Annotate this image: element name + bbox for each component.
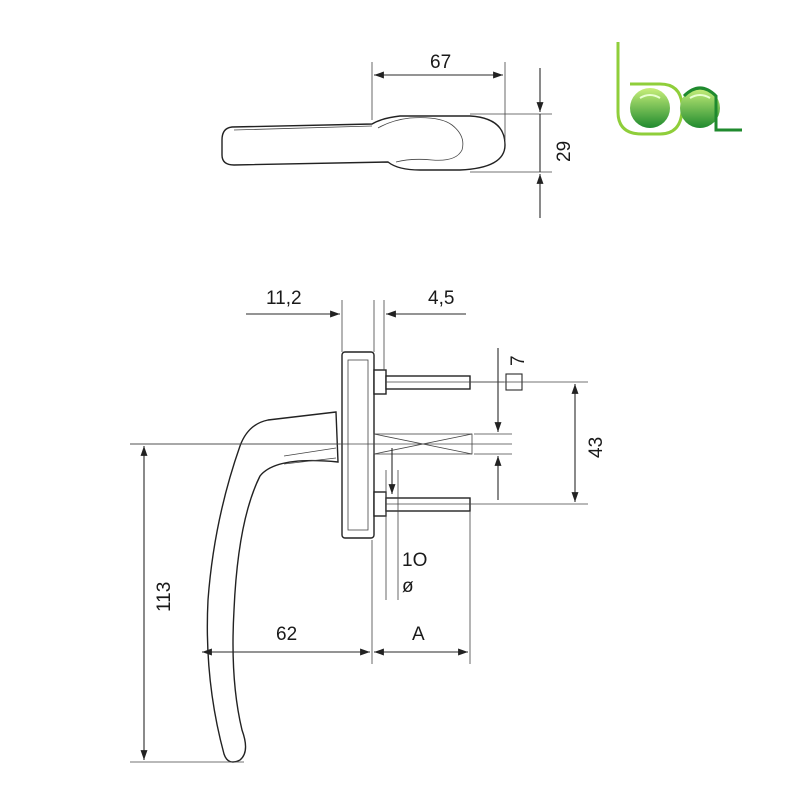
top-view-handle [221,115,506,171]
lower-screw [373,491,471,517]
top-height-dimension: 29 [470,68,575,218]
dim-62-label: 62 [276,624,297,645]
diameter-symbol: ø [402,576,414,597]
upper-screw [373,369,471,395]
top-width-dimension: 67 [371,52,506,140]
dim-11-2-label: 11,2 [266,288,302,309]
square-size-dimension: 7 [470,348,529,500]
dim-4-5-label: 4,5 [428,288,454,309]
height-dimension: 113 [130,443,340,763]
screw-spacing-dimension: 43 [470,381,607,505]
dim-113-label: 113 [154,582,175,612]
dim-a-label: A [412,624,425,645]
offset-dimensions: 11,2 4,5 [246,288,466,370]
reach-dimension: 62 A [202,511,471,664]
dim-7-label: 7 [508,355,529,366]
dim-67-label: 67 [430,52,451,73]
bal-logo-icon [616,42,742,136]
dim-29-label: 29 [554,141,575,162]
dim-10-label: 1O [402,550,427,571]
diameter-dimension: 1O ø [385,448,427,600]
dim-43-label: 43 [586,437,607,458]
side-view-handle [206,351,375,763]
